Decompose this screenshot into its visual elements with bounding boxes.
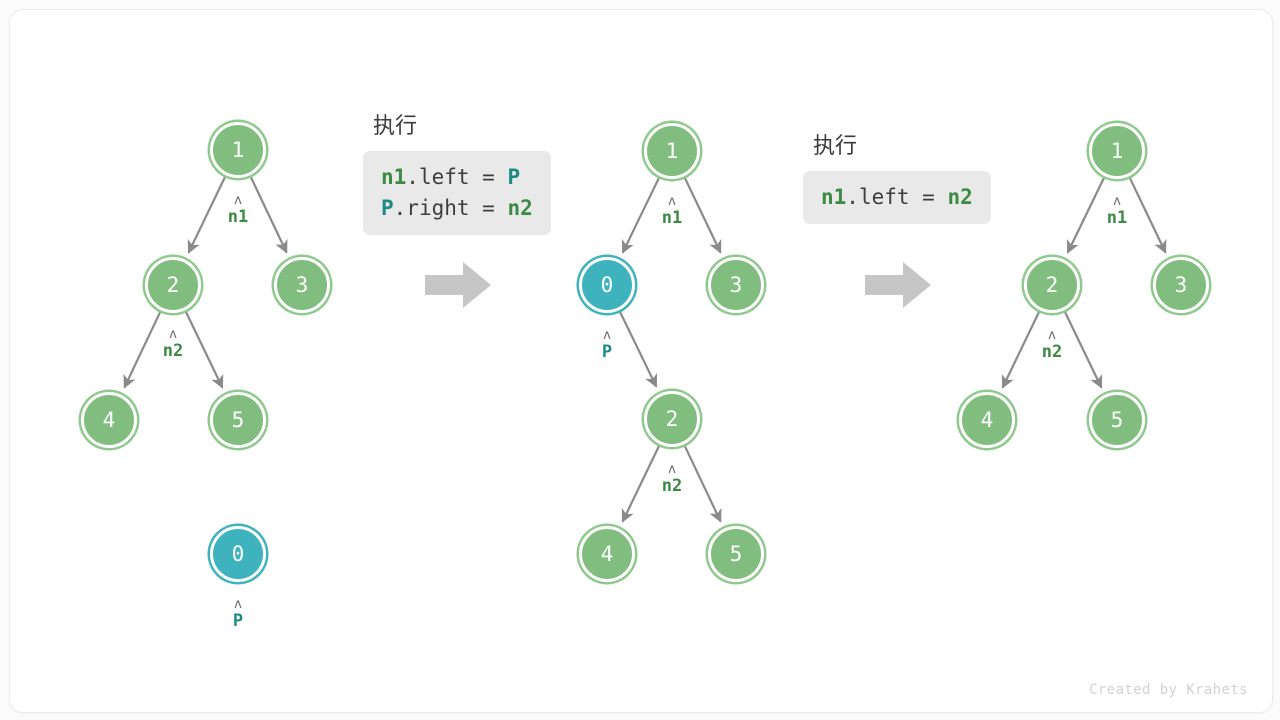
pointer-name: n2 [1041, 342, 1063, 362]
tree-node-3: 3 [708, 257, 764, 313]
code-line: n1.left = n2 [821, 182, 973, 213]
code-line: n1.left = P [381, 162, 533, 193]
credit-text: Created by Krahets [1089, 682, 1248, 698]
caret-icon: ʌ [668, 194, 676, 209]
caret-icon: ʌ [603, 328, 611, 343]
tree-node-2: 2 [1024, 257, 1080, 313]
arrow-right-icon [865, 262, 931, 308]
step-arrow-icon [425, 262, 491, 313]
step-1-caption: 执行 [373, 114, 418, 139]
tree-node-0: 0 [210, 526, 266, 582]
code-block-step-2: n1.left = n2 [803, 171, 991, 224]
code-token: n1 [381, 165, 407, 189]
code-token: .left = [406, 165, 508, 189]
caret-icon: ʌ [668, 462, 676, 477]
tree-node-4: 4 [81, 392, 137, 448]
pointer-name: n1 [1106, 208, 1128, 228]
pointer-name: n2 [661, 476, 683, 496]
caret-icon: ʌ [234, 597, 242, 612]
caret-icon: ʌ [1113, 194, 1121, 209]
step-2-caption: 执行 [813, 134, 858, 159]
tree-node-3: 3 [1153, 257, 1209, 313]
code-token: n2 [947, 185, 973, 209]
code-token: .left = [846, 185, 948, 209]
code-token: n1 [821, 185, 847, 209]
pointer-name: n1 [661, 208, 683, 228]
tree-node-4: 4 [579, 526, 635, 582]
tree-node-5: 5 [708, 526, 764, 582]
tree-node-1: 1 [210, 122, 266, 178]
code-token: .right = [393, 196, 508, 220]
caret-icon: ʌ [169, 327, 177, 342]
pointer-name: n2 [162, 341, 184, 361]
tree-node-5: 5 [210, 392, 266, 448]
pointer-name: P [232, 611, 244, 631]
code-line: P.right = n2 [381, 193, 533, 224]
pointer-name: n1 [227, 207, 249, 227]
tree-node-2: 2 [644, 391, 700, 447]
tree-node-0: 0 [579, 257, 635, 313]
tree-node-1: 1 [644, 123, 700, 179]
tree-node-3: 3 [274, 257, 330, 313]
tree-node-1: 1 [1089, 123, 1145, 179]
pointer-name: P [601, 342, 613, 362]
code-token: n2 [507, 196, 533, 220]
code-token: P [381, 196, 394, 220]
tree-node-5: 5 [1089, 392, 1145, 448]
step-arrow-icon [865, 262, 931, 313]
tree-node-2: 2 [145, 257, 201, 313]
caret-icon: ʌ [234, 193, 242, 208]
caret-icon: ʌ [1048, 328, 1056, 343]
tree-node-4: 4 [959, 392, 1015, 448]
arrow-right-icon [425, 262, 491, 308]
tree-edge-layer [123, 175, 1167, 523]
code-token: P [507, 165, 521, 189]
